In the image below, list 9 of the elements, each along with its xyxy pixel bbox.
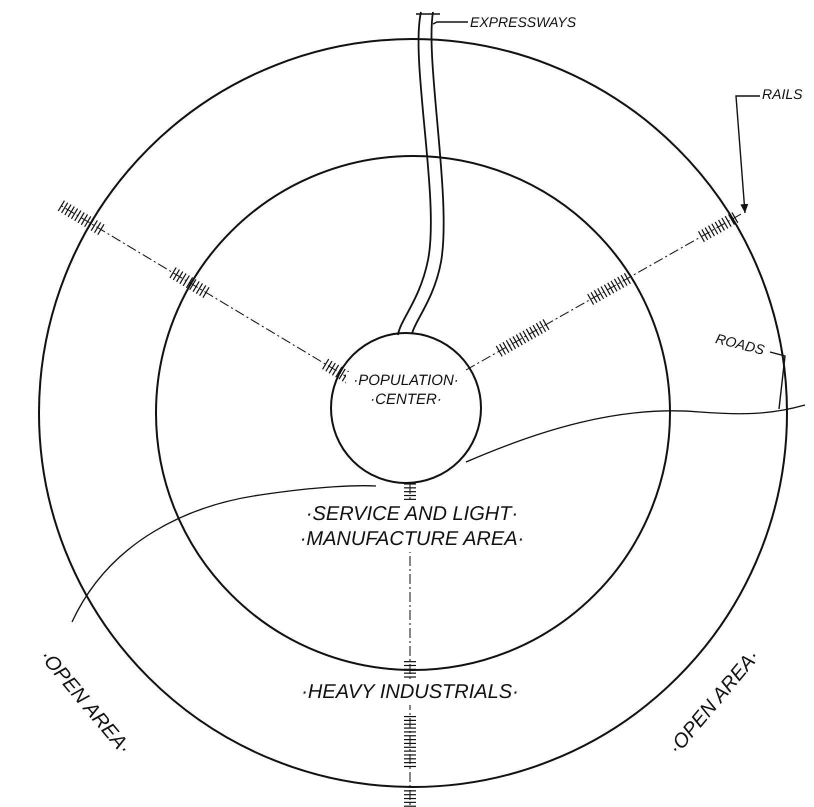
leader-line: [735, 95, 760, 214]
leader-line: [432, 21, 468, 25]
callout-label: RAILS: [762, 86, 802, 104]
leader-line: [770, 351, 786, 410]
zone-circle: [155, 155, 671, 671]
zone-circle: [330, 332, 482, 484]
road-drawing: [464, 402, 808, 464]
callout-label: EXPRESSWAYS: [470, 14, 576, 32]
callout-label: ROADS: [714, 330, 766, 360]
